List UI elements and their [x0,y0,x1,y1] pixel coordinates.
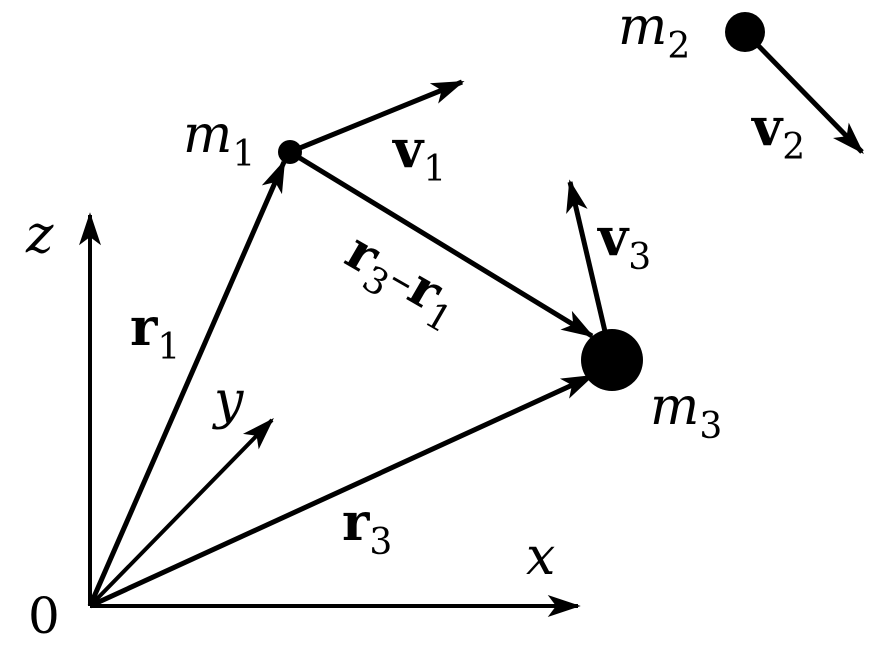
r3-minus-r1-label-group: r3–r1 [332,220,473,341]
v3-label: v3 [597,207,651,278]
r1-label: r1 [130,297,180,368]
v3-vector [566,179,610,341]
y-axis-label: y [212,371,244,431]
z-axis-label: z [25,205,54,265]
y-axis [88,418,274,608]
v1-label: v1 [392,119,446,190]
mass-m3-label: m3 [650,377,722,447]
mass-m1-dot [278,140,302,164]
r3-minus-r1-vector [288,149,595,339]
mass-m1-label: m1 [183,105,255,175]
r3-vector [88,373,595,609]
mass-m2-label: m2 [618,0,690,67]
r1-vector [87,159,287,608]
origin-label: 0 [28,587,60,645]
mass-m3-dot [581,329,643,391]
r3-label: r3 [342,492,392,563]
v2-label: v2 [751,97,805,168]
v2-vector [743,30,864,154]
x-axis-label: x [526,527,555,587]
r3-minus-r1-label: r3–r1 [332,220,473,341]
mass-m2-dot [725,12,765,52]
v1-vector [289,79,465,155]
